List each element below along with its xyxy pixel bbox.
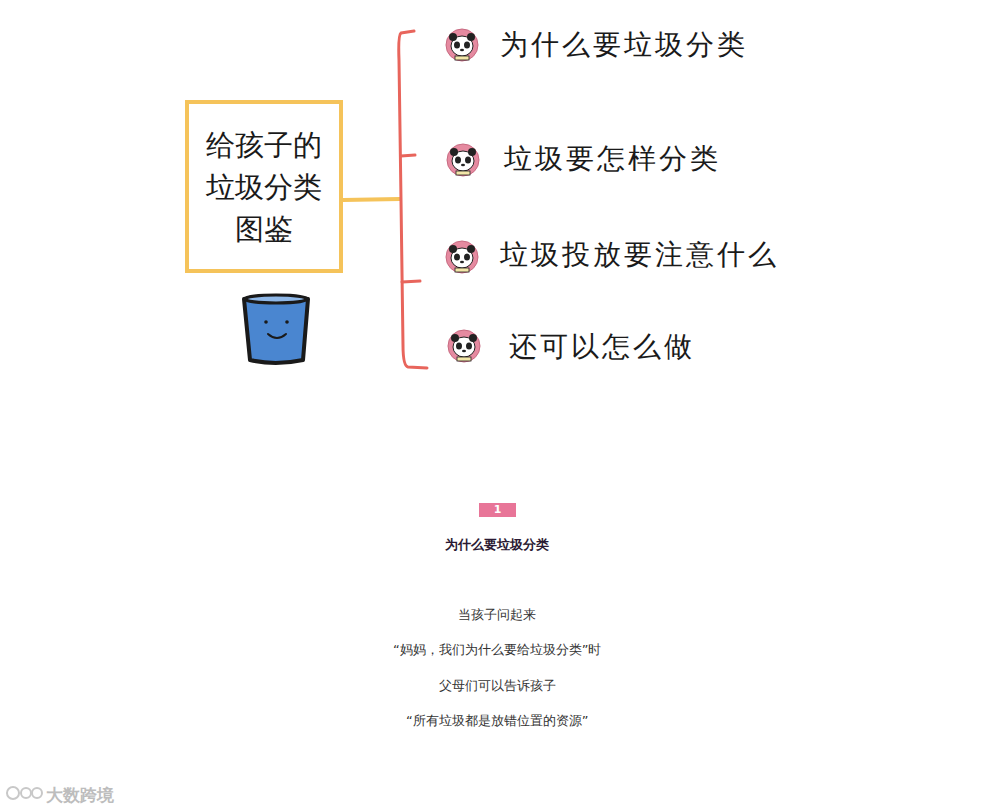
body-line: 父母们可以告诉孩子 (439, 677, 556, 695)
body-line: “所有垃圾都是放错位置的资源” (406, 712, 588, 730)
central-topic-box: 给孩子的垃圾分类图鉴 (185, 100, 343, 273)
bracket (399, 31, 427, 368)
watermark-icon (7, 787, 42, 799)
branch-text: 垃圾要怎样分类 (504, 140, 721, 178)
panda-icon (446, 241, 478, 273)
panda-icon (447, 144, 479, 176)
section-heading: 为什么要垃圾分类 (445, 536, 549, 554)
cup-illustration (244, 295, 308, 363)
panda-icon (448, 330, 480, 362)
watermark: 大数跨境 (46, 784, 114, 807)
bracket-tick (402, 281, 420, 282)
section-badge: 1 (479, 503, 516, 517)
branch-text: 垃圾投放要注意什么 (500, 236, 779, 274)
panda-icon (446, 29, 478, 61)
branch-text: 为什么要垃圾分类 (500, 26, 748, 64)
section-badge-text: 1 (494, 504, 502, 516)
bracket-tick (401, 155, 415, 156)
body-line: “妈妈，我们为什么要给垃圾分类”时 (393, 641, 601, 659)
central-topic-box-text: 给孩子的垃圾分类图鉴 (202, 124, 326, 250)
body-line: 当孩子问起来 (458, 606, 536, 624)
branch-line (343, 199, 400, 200)
branch-text: 还可以怎么做 (509, 328, 695, 366)
